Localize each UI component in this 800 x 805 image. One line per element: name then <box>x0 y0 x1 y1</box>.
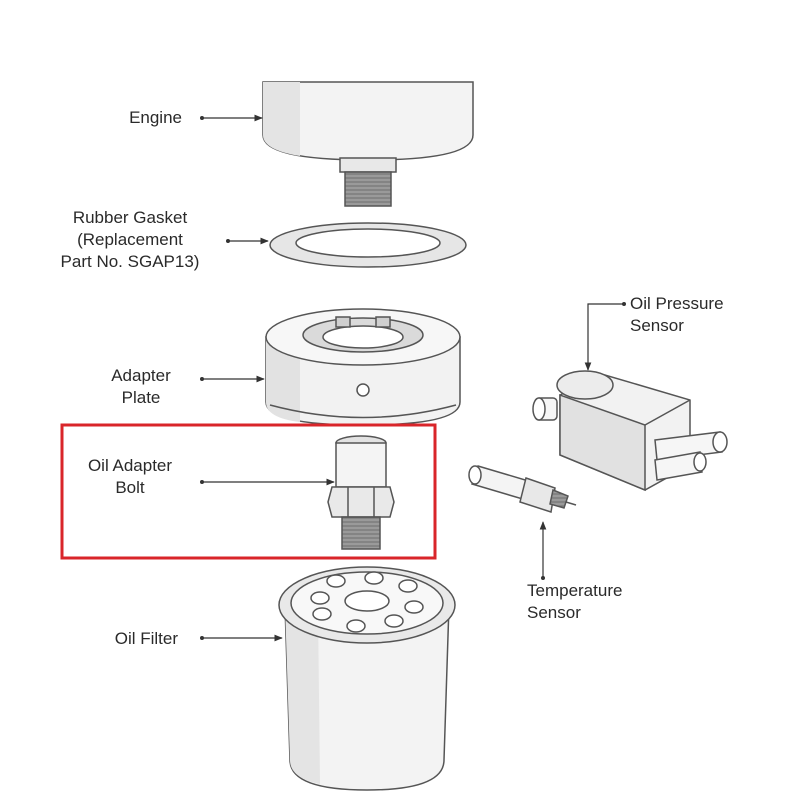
bolt-label-line-2: Bolt <box>115 478 145 497</box>
temperature-sensor-label-line-1: Temperature <box>527 581 623 600</box>
pressure-sensor-label-line-2: Sensor <box>630 316 684 335</box>
bolt-label-line-1: Oil Adapter <box>87 456 173 475</box>
adapter-plate-label-line-1: Adapter <box>111 366 171 385</box>
pressure-sensor-leader <box>584 303 624 371</box>
pressure-sensor-label: Oil Pressure Sensor <box>630 293 724 337</box>
oil-filter-label-line-1: Oil Filter <box>114 629 178 648</box>
leader-dots <box>200 116 626 640</box>
engine-part <box>262 81 474 207</box>
adapter-plate-part <box>265 308 461 426</box>
bolt-label: Oil Adapter Bolt <box>70 455 190 499</box>
temperature-sensor-label: Temperature Sensor <box>527 580 622 624</box>
leader-lines <box>202 114 624 642</box>
engine-label: Engine <box>129 107 182 129</box>
rubber-gasket-part <box>269 222 467 268</box>
pressure-sensor-label-line-1: Oil Pressure <box>630 294 724 313</box>
oil-filter-label: Oil Filter <box>115 628 178 650</box>
oil-pressure-sensor-part <box>532 370 728 492</box>
highlight-box <box>60 423 437 560</box>
gasket-label: Rubber Gasket (Replacement Part No. SGAP… <box>44 207 216 273</box>
gasket-label-line-3: Part No. SGAP13) <box>60 252 200 271</box>
temperature-sensor-label-line-2: Sensor <box>527 603 581 622</box>
oil-filter-part <box>278 566 456 791</box>
adapter-plate-label-line-2: Plate <box>121 388 161 407</box>
oil-adapter-bolt-part <box>327 435 395 550</box>
adapter-plate-label: Adapter Plate <box>96 365 186 409</box>
temperature-sensor-part <box>468 465 577 513</box>
gasket-label-line-1: Rubber Gasket <box>72 208 188 227</box>
gasket-label-line-2: (Replacement <box>77 230 183 249</box>
engine-label-line-1: Engine <box>129 108 182 127</box>
